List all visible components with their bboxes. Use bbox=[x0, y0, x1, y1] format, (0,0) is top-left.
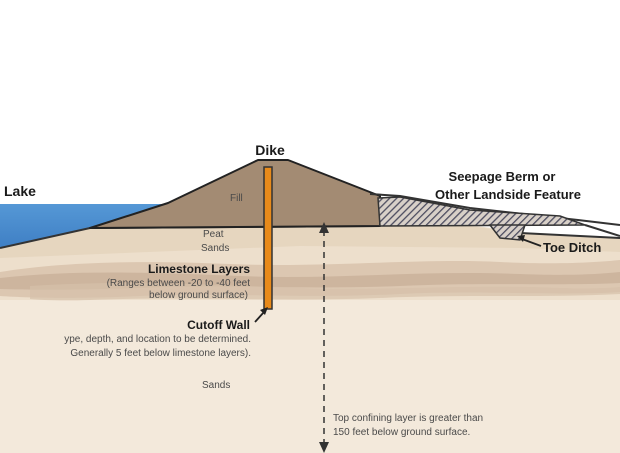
label-peat: Peat bbox=[203, 229, 224, 240]
lake-water bbox=[0, 204, 165, 248]
label-confining-note1: Top confining layer is greater than bbox=[333, 413, 483, 424]
peat-layer bbox=[0, 226, 620, 258]
lower-sands-layer bbox=[0, 300, 620, 453]
label-sands-lower: Sands bbox=[202, 380, 230, 391]
label-seepage-line1: Seepage Berm or bbox=[449, 169, 556, 184]
cutoff-leader-line bbox=[254, 311, 265, 323]
depth-arrow-down-icon bbox=[319, 442, 329, 453]
cutoff-leader-arrow-icon bbox=[260, 307, 268, 315]
toe-ditch bbox=[488, 224, 527, 241]
landside-surface bbox=[369, 193, 620, 226]
label-limestone-note1: (Ranges between -20 to -40 feet bbox=[107, 278, 251, 289]
label-sands-upper: Sands bbox=[201, 243, 229, 254]
label-dike: Dike bbox=[255, 142, 285, 158]
label-cutoff-title: Cutoff Wall bbox=[187, 318, 250, 332]
label-limestone-title: Limestone Layers bbox=[148, 262, 250, 276]
toe-ditch-arrow-icon bbox=[517, 235, 525, 242]
label-toe-ditch: Toe Ditch bbox=[543, 240, 601, 255]
label-limestone-note2: below ground surface) bbox=[149, 290, 248, 301]
toe-ditch-leader-line bbox=[521, 238, 542, 247]
label-lake: Lake bbox=[4, 183, 36, 199]
label-confining-note2: 150 feet below ground surface. bbox=[333, 427, 470, 438]
seepage-berm bbox=[377, 196, 586, 227]
depth-arrow-up-icon bbox=[319, 222, 329, 233]
label-cutoff-note2: Generally 5 feet below limestone layers)… bbox=[70, 348, 251, 359]
label-fill: Fill bbox=[230, 193, 243, 204]
limestone-layer-light bbox=[30, 282, 620, 301]
label-seepage-line2: Other Landside Feature bbox=[435, 187, 581, 202]
label-cutoff-note1: ype, depth, and location to be determine… bbox=[64, 334, 251, 345]
toe-ditch-right-ground bbox=[584, 224, 620, 237]
cutoff-wall bbox=[263, 166, 273, 310]
